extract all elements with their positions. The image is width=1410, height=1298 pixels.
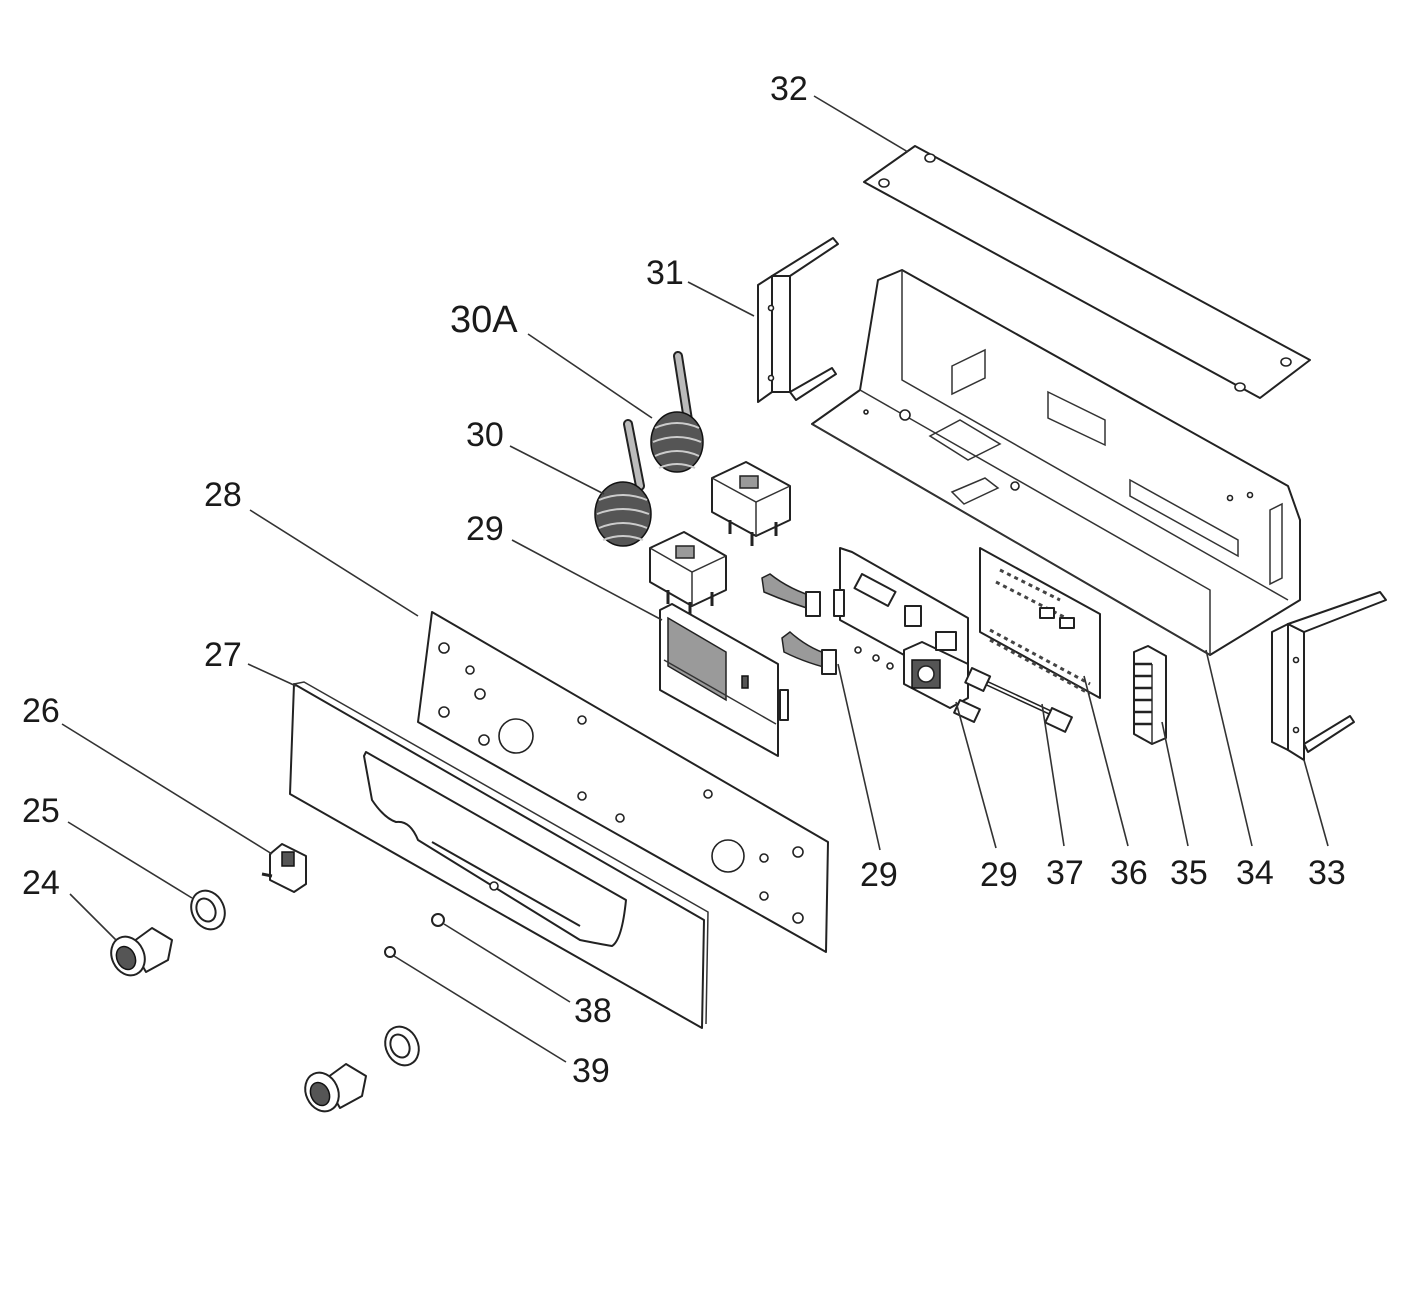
part-30-heater-coil (594, 419, 652, 547)
knob-ring-lower (384, 1025, 420, 1067)
callout-29-display: 29 (466, 510, 504, 548)
callout-36: 36 (1110, 854, 1148, 892)
callout-35: 35 (1170, 854, 1208, 892)
callout-30a: 30A (450, 299, 518, 341)
part-33-right-bracket (1271, 591, 1387, 761)
callout-33: 33 (1308, 854, 1346, 892)
part-27-front-fascia (289, 681, 709, 1029)
part-24-knob (110, 927, 173, 977)
part-37-wire-harness (953, 666, 1073, 733)
callout-26: 26 (22, 692, 60, 730)
part-29-relay-upper (711, 461, 791, 546)
part-32-top-cover (863, 145, 1311, 399)
part-34-chassis-tray (811, 269, 1301, 656)
part-36-relay-board (979, 547, 1101, 699)
part-29-control-pcb (833, 547, 969, 709)
callout-39: 39 (572, 1052, 610, 1090)
part-29-relay-lower (649, 531, 727, 616)
callout-28: 28 (204, 476, 242, 514)
ribbon-cable-upper (761, 573, 821, 617)
part-31-left-bracket (757, 237, 839, 403)
knob-lower (304, 1063, 367, 1113)
callout-37: 37 (1046, 854, 1084, 892)
part-26-switch (261, 843, 307, 893)
part-39-pin (384, 946, 396, 958)
part-28-control-panel-plate (417, 611, 829, 953)
part-35-terminal-block (1133, 645, 1167, 745)
callout-31: 31 (646, 254, 684, 292)
leader-lines (61, 95, 1329, 1063)
callout-labels: 32 31 30A 30 28 29 27 26 25 24 29 29 37 … (22, 70, 1346, 1090)
callout-32: 32 (770, 70, 808, 108)
part-38-pin (431, 913, 445, 927)
callout-25: 25 (22, 792, 60, 830)
callout-34: 34 (1236, 854, 1274, 892)
callout-29-pcb: 29 (980, 856, 1018, 894)
callout-24: 24 (22, 864, 60, 902)
callout-38: 38 (574, 992, 612, 1030)
ribbon-cable-lower (781, 631, 837, 675)
part-29-display-board (659, 603, 789, 757)
part-25-knob-ring (190, 889, 226, 931)
callout-30: 30 (466, 416, 504, 454)
callout-29-cable: 29 (860, 856, 898, 894)
part-30a-heater-coil (650, 351, 704, 473)
callout-27: 27 (204, 636, 242, 674)
